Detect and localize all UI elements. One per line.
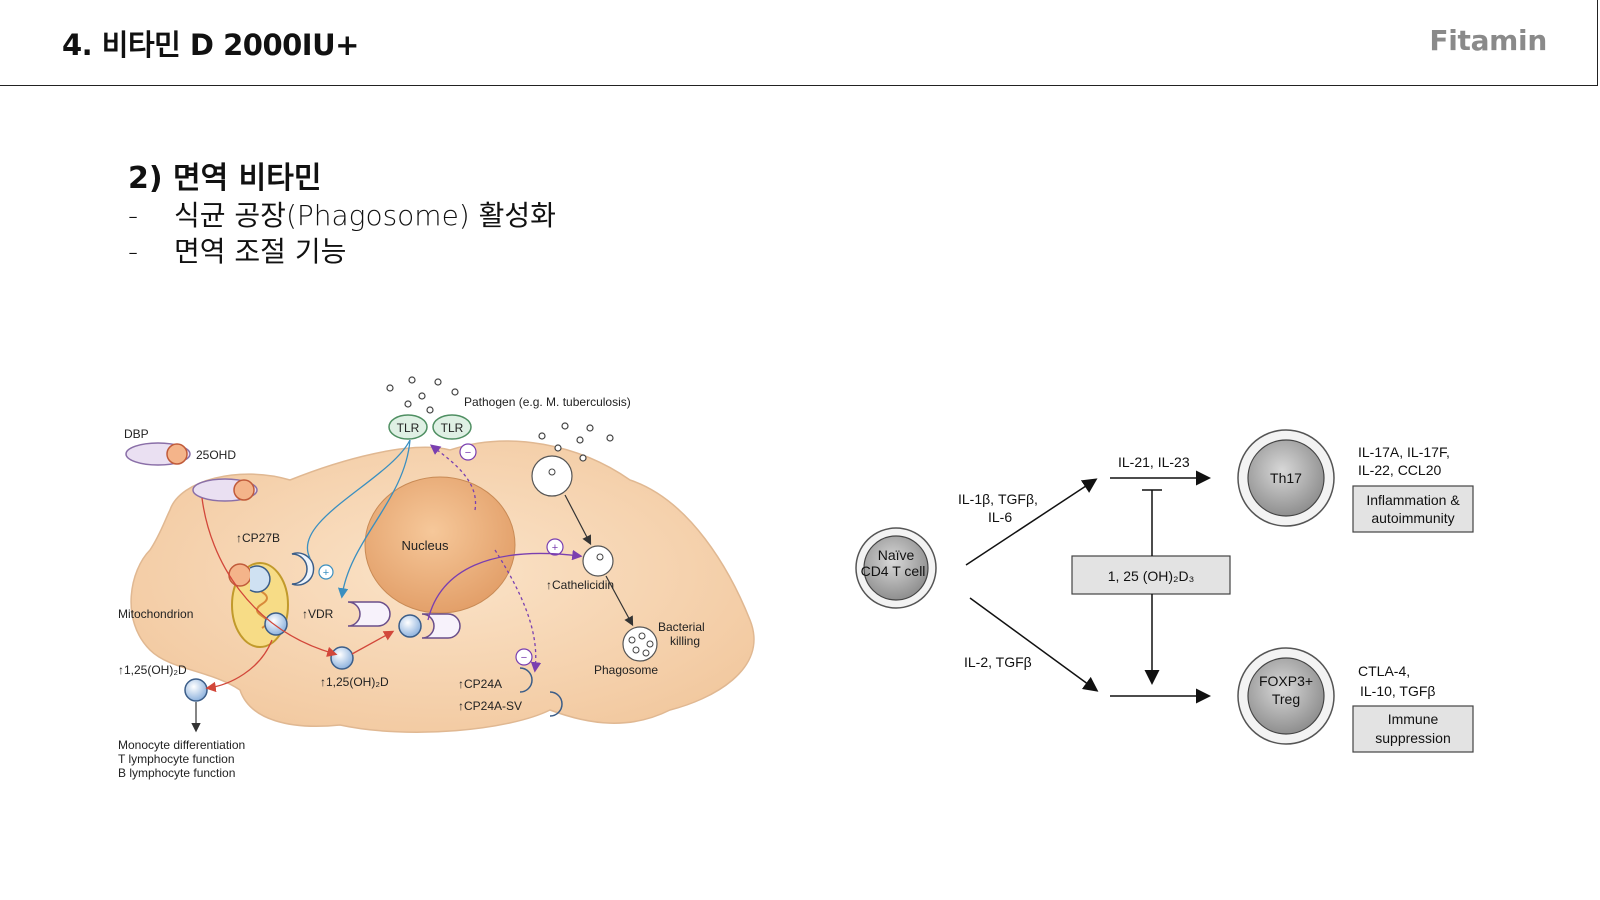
upper-cytokines: IL-1β, TGFβ, — [958, 491, 1038, 507]
th17-products: IL-22, CCL20 — [1358, 462, 1441, 478]
bullet-dash: - — [128, 199, 139, 232]
treg-label: Treg — [1272, 691, 1300, 707]
killing-label: killing — [670, 634, 700, 648]
cp24asv-label: ↑CP24A-SV — [458, 699, 522, 713]
naive-label: Naïve — [878, 547, 915, 563]
bullet-item: - 식균 공장(Phagosome) 활성화 — [128, 198, 556, 234]
svg-text:−: − — [521, 652, 527, 664]
25ohd-label: 25OHD — [196, 448, 236, 462]
125ohd-center-label: ↑1,25(OH)₂D — [320, 675, 389, 689]
cp24a-enzyme — [519, 667, 533, 693]
inflammation-box — [1352, 485, 1474, 533]
tlr-receptors: TLR TLR — [388, 414, 472, 440]
treg-products: CTLA-4, — [1358, 663, 1410, 679]
upper-cytokines: IL-6 — [988, 509, 1012, 525]
section-heading: 2) 면역 비타민 — [128, 161, 322, 196]
minus-sign: − — [515, 648, 533, 666]
outcome-item: T lymphocyte function — [118, 752, 235, 766]
vdr-receptor — [347, 601, 391, 627]
immune-suppression-label: Immune — [1388, 711, 1439, 727]
il21-label: IL-21, IL-23 — [1118, 454, 1190, 470]
treg-cell — [1247, 657, 1325, 735]
vitamin-d-macrophage-diagram: Nucleus Pathogen (e.g. M. tuberculosis) … — [118, 376, 755, 780]
header-bar: 4. 비타민 D 2000IU+ Fitamin — [0, 0, 1598, 86]
nucleus-label: Nucleus — [402, 538, 449, 553]
immune-suppression-label: suppression — [1375, 730, 1451, 746]
section-content: 2) 면역 비타민 - 식균 공장(Phagosome) 활성화 - 면역 조절… — [128, 160, 556, 270]
vitamin-d3-label: 1, 25 (OH)₂D₃ — [1108, 568, 1195, 584]
treg-label: FOXP3+ — [1259, 673, 1313, 689]
125ohd-left-label: ↑1,25(OH)₂D — [118, 663, 187, 677]
inflammation-label: Inflammation & — [1366, 492, 1460, 508]
th17-label: Th17 — [1270, 470, 1302, 486]
phagosome-label: Phagosome — [594, 663, 658, 677]
th17-cell — [1247, 439, 1325, 517]
pathogen-particles — [386, 376, 614, 462]
vdr-label: ↑VDR — [302, 607, 334, 621]
vitamin-d3-box — [1071, 555, 1231, 595]
slide-title: 4. 비타민 D 2000IU+ — [62, 28, 359, 62]
nucleus — [364, 476, 516, 614]
cathelicidin-label: ↑Cathelicidin — [546, 578, 614, 592]
25ohd-molecule — [166, 443, 188, 465]
brand-logo: Fitamin — [1429, 24, 1547, 57]
lower-cytokines: IL-2, TGFβ — [964, 654, 1032, 670]
pathogen-vesicle — [531, 455, 573, 497]
plus-sign: + — [546, 538, 564, 556]
minus-sign: − — [459, 443, 477, 461]
tlr-label: TLR — [397, 421, 420, 435]
bullet-text: 면역 조절 기능 — [174, 235, 347, 268]
cp27b-enzyme — [291, 552, 315, 586]
outcome-item: B lymphocyte function — [118, 766, 235, 780]
cp24a-label: ↑CP24A — [458, 677, 502, 691]
cp24asv-enzyme — [549, 691, 563, 717]
bullet-text: 식균 공장(Phagosome) 활성화 — [174, 199, 556, 232]
plus-sign: + — [318, 564, 334, 580]
cathelicidin-vesicle — [582, 545, 614, 577]
svg-text:−: − — [465, 447, 471, 459]
svg-text:+: + — [323, 567, 329, 579]
immune-suppression-box — [1352, 705, 1474, 753]
svg-text:+: + — [552, 542, 558, 554]
bullet-item: - 면역 조절 기능 — [128, 234, 556, 270]
naive-t-cell — [863, 535, 929, 601]
cp27b-label: ↑CP27B — [236, 531, 280, 545]
treg-products: IL-10, TGFβ — [1360, 683, 1435, 699]
th17-products: IL-17A, IL-17F, — [1358, 444, 1450, 460]
pathogen-label: Pathogen (e.g. M. tuberculosis) — [464, 395, 631, 409]
t-cell-differentiation-diagram: Naïve CD4 T cell IL-1β, TGFβ, IL-6 IL-21… — [855, 429, 1474, 753]
tlr-label: TLR — [441, 421, 464, 435]
naive-label: CD4 T cell — [861, 563, 926, 579]
outcome-item: Monocyte differentiation — [118, 738, 245, 752]
bullet-dash: - — [128, 235, 139, 268]
mitochondrion-label: Mitochondrion — [118, 607, 193, 621]
inflammation-label: autoimmunity — [1371, 510, 1454, 526]
dbp-label: DBP — [124, 427, 149, 441]
bacterial-label: Bacterial — [658, 620, 705, 634]
